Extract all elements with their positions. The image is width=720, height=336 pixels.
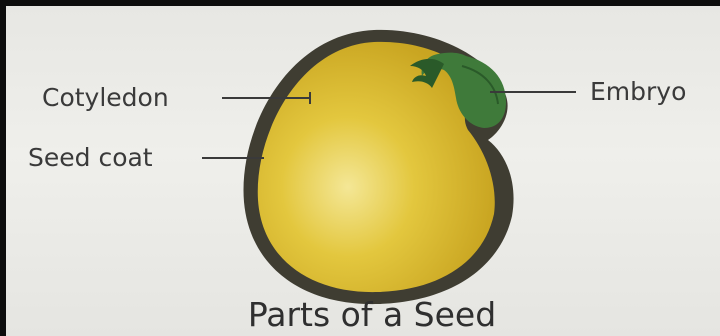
seed-diagram: Cotyledon Seed coat Embryo Parts of a Se… <box>6 6 720 336</box>
seed-coat-label: Seed coat <box>28 143 153 172</box>
cotyledon-label: Cotyledon <box>42 83 169 112</box>
diagram-title: Parts of a Seed <box>248 295 496 334</box>
embryo-label: Embryo <box>590 77 686 106</box>
